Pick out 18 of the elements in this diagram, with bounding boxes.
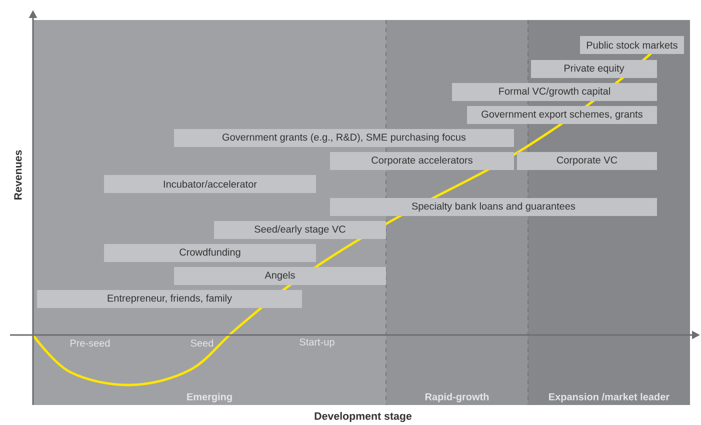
- funding-bar: Private equity: [531, 60, 657, 78]
- axis-title: Revenues: [14, 150, 22, 200]
- stage-label: Start-up: [300, 338, 334, 348]
- funding-bar: Corporate VC: [517, 152, 657, 170]
- axis-title: Development stage: [314, 412, 412, 422]
- funding-bar: Corporate accelerators: [330, 152, 514, 170]
- funding-bar: Seed/early stage VC: [214, 221, 386, 239]
- funding-bar: Formal VC/growth capital: [452, 83, 657, 101]
- funding-bar: Incubator/accelerator: [104, 175, 316, 193]
- stage-label: Pre-seed: [70, 339, 110, 347]
- funding-bar: Specialty bank loans and guarantees: [330, 198, 657, 216]
- funding-bar: Angels: [174, 267, 386, 285]
- funding-bar: Public stock markets: [580, 36, 684, 54]
- stage-label: Seed: [190, 339, 214, 347]
- funding-bar: Entrepreneur, friends, family: [37, 290, 302, 308]
- funding-bar: Government export schemes, grants: [467, 106, 657, 124]
- funding-bar: Crowdfunding: [104, 244, 316, 262]
- funding-bar: Government grants (e.g., R&D), SME purchasing focus: [174, 129, 514, 147]
